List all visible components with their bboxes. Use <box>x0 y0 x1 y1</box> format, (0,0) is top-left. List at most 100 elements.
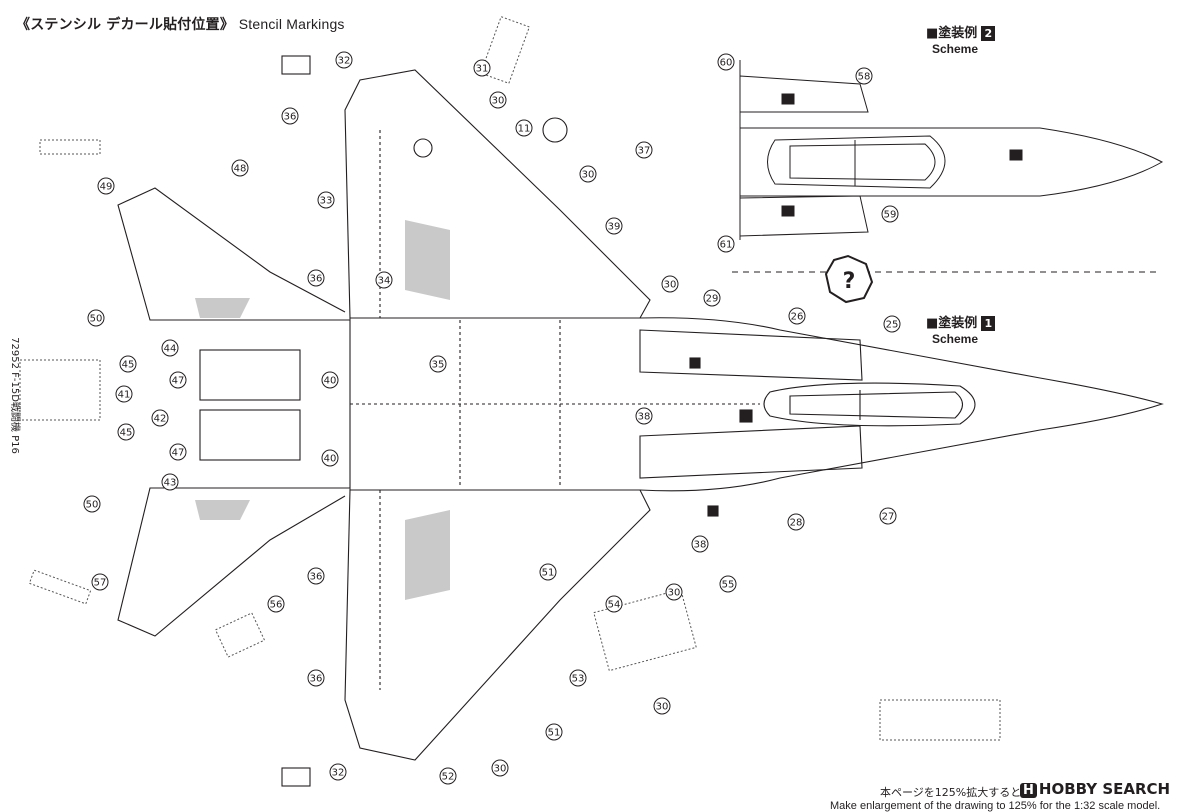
callout-label: 11 <box>518 124 531 135</box>
caution-badge: ? <box>824 254 874 304</box>
callout-38: 38 <box>691 535 709 553</box>
scheme-1-label: Scheme <box>932 332 979 346</box>
callout-32: 32 <box>329 763 347 781</box>
callout-39: 39 <box>605 217 623 235</box>
callout-label: 50 <box>86 500 99 511</box>
page-title: 《ステンシル デカール貼付位置》 Stencil Markings <box>16 16 345 33</box>
callout-label: 49 <box>100 182 113 193</box>
callout-label: 53 <box>572 674 585 685</box>
callout-51: 51 <box>545 723 563 741</box>
callout-label: 39 <box>608 222 621 233</box>
main-aircraft <box>117 55 1164 787</box>
scheme-2-label: Scheme <box>932 42 979 56</box>
callout-label: 43 <box>164 478 177 489</box>
callout-58: 58 <box>855 67 873 85</box>
callout-30: 30 <box>665 583 683 601</box>
callout-label: 51 <box>542 568 555 579</box>
callout-25: 25 <box>883 315 901 333</box>
callout-label: 55 <box>722 580 735 591</box>
callout-42: 42 <box>151 409 169 427</box>
callout-36: 36 <box>281 107 299 125</box>
callout-56: 56 <box>267 595 285 613</box>
callout-37: 37 <box>635 141 653 159</box>
callout-label: 61 <box>720 240 733 251</box>
callout-61: 61 <box>717 235 735 253</box>
callout-45: 45 <box>119 355 137 373</box>
callout-label: 47 <box>172 376 185 387</box>
callout-27: 27 <box>879 507 897 525</box>
callout-47: 47 <box>169 371 187 389</box>
callout-48: 48 <box>231 159 249 177</box>
callout-label: 38 <box>694 540 707 551</box>
callout-label: 45 <box>122 360 135 371</box>
callout-label: 36 <box>310 674 323 685</box>
callout-60: 60 <box>717 53 735 71</box>
callout-label: 32 <box>338 56 351 67</box>
callout-44: 44 <box>161 339 179 357</box>
callout-43: 43 <box>161 473 179 491</box>
callout-label: 30 <box>492 96 505 107</box>
callout-51: 51 <box>539 563 557 581</box>
callout-59: 59 <box>881 205 899 223</box>
callout-label: 51 <box>548 728 561 739</box>
callout-30: 30 <box>579 165 597 183</box>
callout-label: 30 <box>494 764 507 775</box>
callout-54: 54 <box>605 595 623 613</box>
callout-29: 29 <box>703 289 721 307</box>
stencil-outlines <box>19 16 1001 741</box>
callout-label: 27 <box>882 512 895 523</box>
callout-55: 55 <box>719 575 737 593</box>
enlargement-note-jp: 本ページを125%拡大すると <box>880 786 1022 799</box>
callout-36: 36 <box>307 269 325 287</box>
callout-label: 32 <box>332 768 345 779</box>
callout-label: 30 <box>656 702 669 713</box>
callout-26: 26 <box>788 307 806 325</box>
callout-label: 38 <box>638 412 651 423</box>
callout-label: 36 <box>284 112 297 123</box>
callout-label: 40 <box>324 376 337 387</box>
callout-label: 48 <box>234 164 247 175</box>
callout-label: 60 <box>720 58 733 69</box>
callout-36: 36 <box>307 669 325 687</box>
callout-53: 53 <box>569 669 587 687</box>
callout-50: 50 <box>87 309 105 327</box>
callout-label: 54 <box>608 600 621 611</box>
callout-40: 40 <box>321 371 339 389</box>
callout-49: 49 <box>97 177 115 195</box>
callout-11: 11 <box>515 119 533 137</box>
callout-30: 30 <box>491 759 509 777</box>
callout-label: 30 <box>668 588 681 599</box>
callout-label: 50 <box>90 314 103 325</box>
callout-label: 58 <box>858 72 871 83</box>
callout-50: 50 <box>83 495 101 513</box>
callout-label: 31 <box>476 64 489 75</box>
callout-label: 45 <box>120 428 133 439</box>
callout-label: 30 <box>582 170 595 181</box>
callout-30: 30 <box>661 275 679 293</box>
callout-38: 38 <box>635 407 653 425</box>
callout-28: 28 <box>787 513 805 531</box>
callout-label: 26 <box>791 312 804 323</box>
callout-label: 29 <box>706 294 719 305</box>
callout-label: 28 <box>790 518 803 529</box>
callout-45: 45 <box>117 423 135 441</box>
callout-label: 44 <box>164 344 177 355</box>
scheme-2-view <box>739 60 1164 240</box>
callout-32: 32 <box>335 51 353 69</box>
callout-52: 52 <box>439 767 457 785</box>
callout-label: 25 <box>886 320 899 331</box>
callout-40: 40 <box>321 449 339 467</box>
callout-47: 47 <box>169 443 187 461</box>
callout-label: 56 <box>270 600 283 611</box>
callout-30: 30 <box>489 91 507 109</box>
callout-57: 57 <box>91 573 109 591</box>
callout-label: 47 <box>172 448 185 459</box>
callouts: 6058596132313011303739302926253648493334… <box>83 51 901 785</box>
callout-36: 36 <box>307 567 325 585</box>
callout-label: 40 <box>324 454 337 465</box>
callout-label: 42 <box>154 414 167 425</box>
